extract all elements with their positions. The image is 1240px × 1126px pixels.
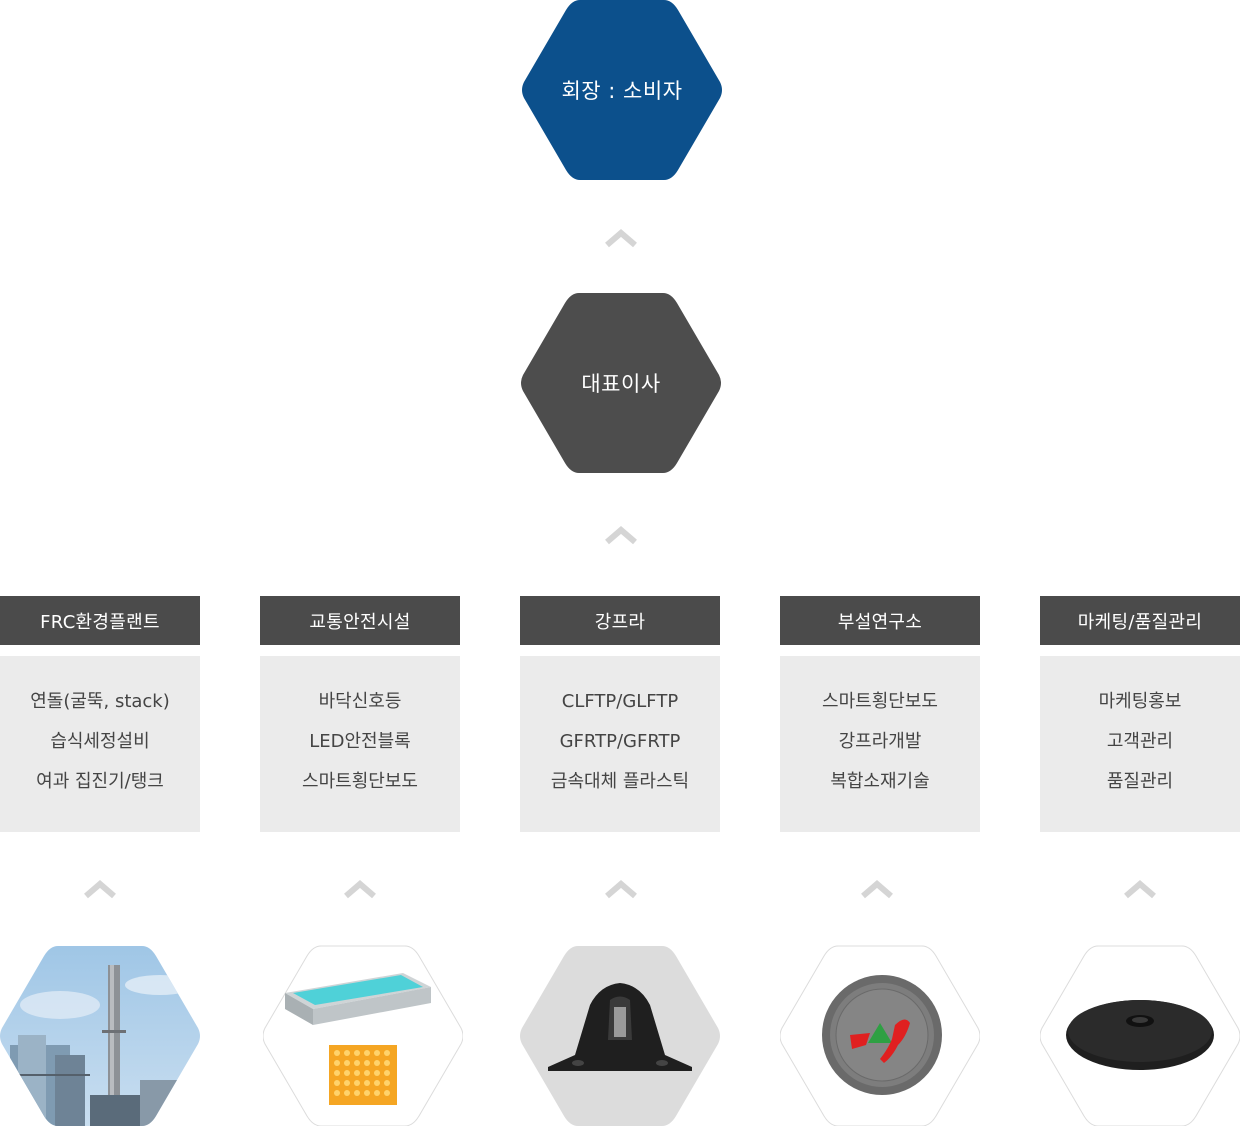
chimney-plant-image (0, 945, 200, 1126)
division-title: FRC환경플랜트 (0, 596, 200, 645)
division-item: 품질관리 (1106, 771, 1174, 792)
division-traffic-safety: 교통안전시설 바닥신호등 LED안전블록 스마트횡단보도 (260, 596, 460, 832)
division-items: 연돌(굴뚝, stack) 습식세정설비 여과 집진기/탱크 (0, 656, 200, 832)
division-item: 강프라개발 (838, 731, 922, 752)
division-item: CLFTP/GLFTP (561, 691, 679, 712)
division-title: 강프라 (520, 596, 720, 645)
chevron-up-icon (1124, 880, 1156, 899)
division-items: 바닥신호등 LED안전블록 스마트횡단보도 (260, 656, 460, 832)
division-item: 복합소재기술 (830, 771, 930, 792)
division-item: 바닥신호등 (318, 691, 402, 712)
chevron-up-icon (605, 526, 637, 545)
division-items: 마케팅홍보 고객관리 품질관리 (1040, 656, 1240, 832)
division-item: 고객관리 (1106, 731, 1174, 752)
plastic-part-image (520, 945, 720, 1126)
ceo-node: 대표이사 (521, 293, 721, 473)
black-disc-image (1040, 945, 1240, 1126)
division-item: 습식세정설비 (50, 731, 150, 752)
division-item: 스마트횡단보도 (822, 691, 938, 712)
chairman-label: 회장 : 소비자 (561, 79, 683, 103)
division-marketing-quality: 마케팅/품질관리 마케팅홍보 고객관리 품질관리 (1040, 596, 1240, 832)
chevron-up-icon (861, 880, 893, 899)
division-engineering-plastic: 강프라 CLFTP/GLFTP GFRTP/GFRTP 금속대체 플라스틱 (520, 596, 720, 832)
division-item: 스마트횡단보도 (302, 771, 418, 792)
division-item: 마케팅홍보 (1098, 691, 1182, 712)
led-floor-light-image (263, 945, 463, 1126)
ceo-label: 대표이사 (581, 372, 661, 396)
division-items: CLFTP/GLFTP GFRTP/GFRTP 금속대체 플라스틱 (520, 656, 720, 832)
division-item: 금속대체 플라스틱 (550, 771, 690, 792)
division-item: GFRTP/GFRTP (559, 731, 681, 752)
chevron-up-icon (605, 880, 637, 899)
division-title: 교통안전시설 (260, 596, 460, 645)
division-item: 연돌(굴뚝, stack) (30, 691, 170, 712)
division-item: 여과 집진기/탱크 (36, 771, 164, 792)
chevron-up-icon (84, 880, 116, 899)
ceo-hexagon (521, 293, 721, 473)
chevron-up-icon (344, 880, 376, 899)
division-item: LED안전블록 (309, 731, 411, 752)
division-research-lab: 부설연구소 스마트횡단보도 강프라개발 복합소재기술 (780, 596, 980, 832)
chevron-up-icon (605, 229, 637, 248)
division-title: 마케팅/품질관리 (1040, 596, 1240, 645)
division-items: 스마트횡단보도 강프라개발 복합소재기술 (780, 656, 980, 832)
manhole-cover-image (780, 945, 980, 1126)
chairman-hexagon (522, 0, 722, 180)
division-frc: FRC환경플랜트 연돌(굴뚝, stack) 습식세정설비 여과 집진기/탱크 (0, 596, 200, 832)
chairman-node: 회장 : 소비자 (522, 0, 722, 180)
division-title: 부설연구소 (780, 596, 980, 645)
